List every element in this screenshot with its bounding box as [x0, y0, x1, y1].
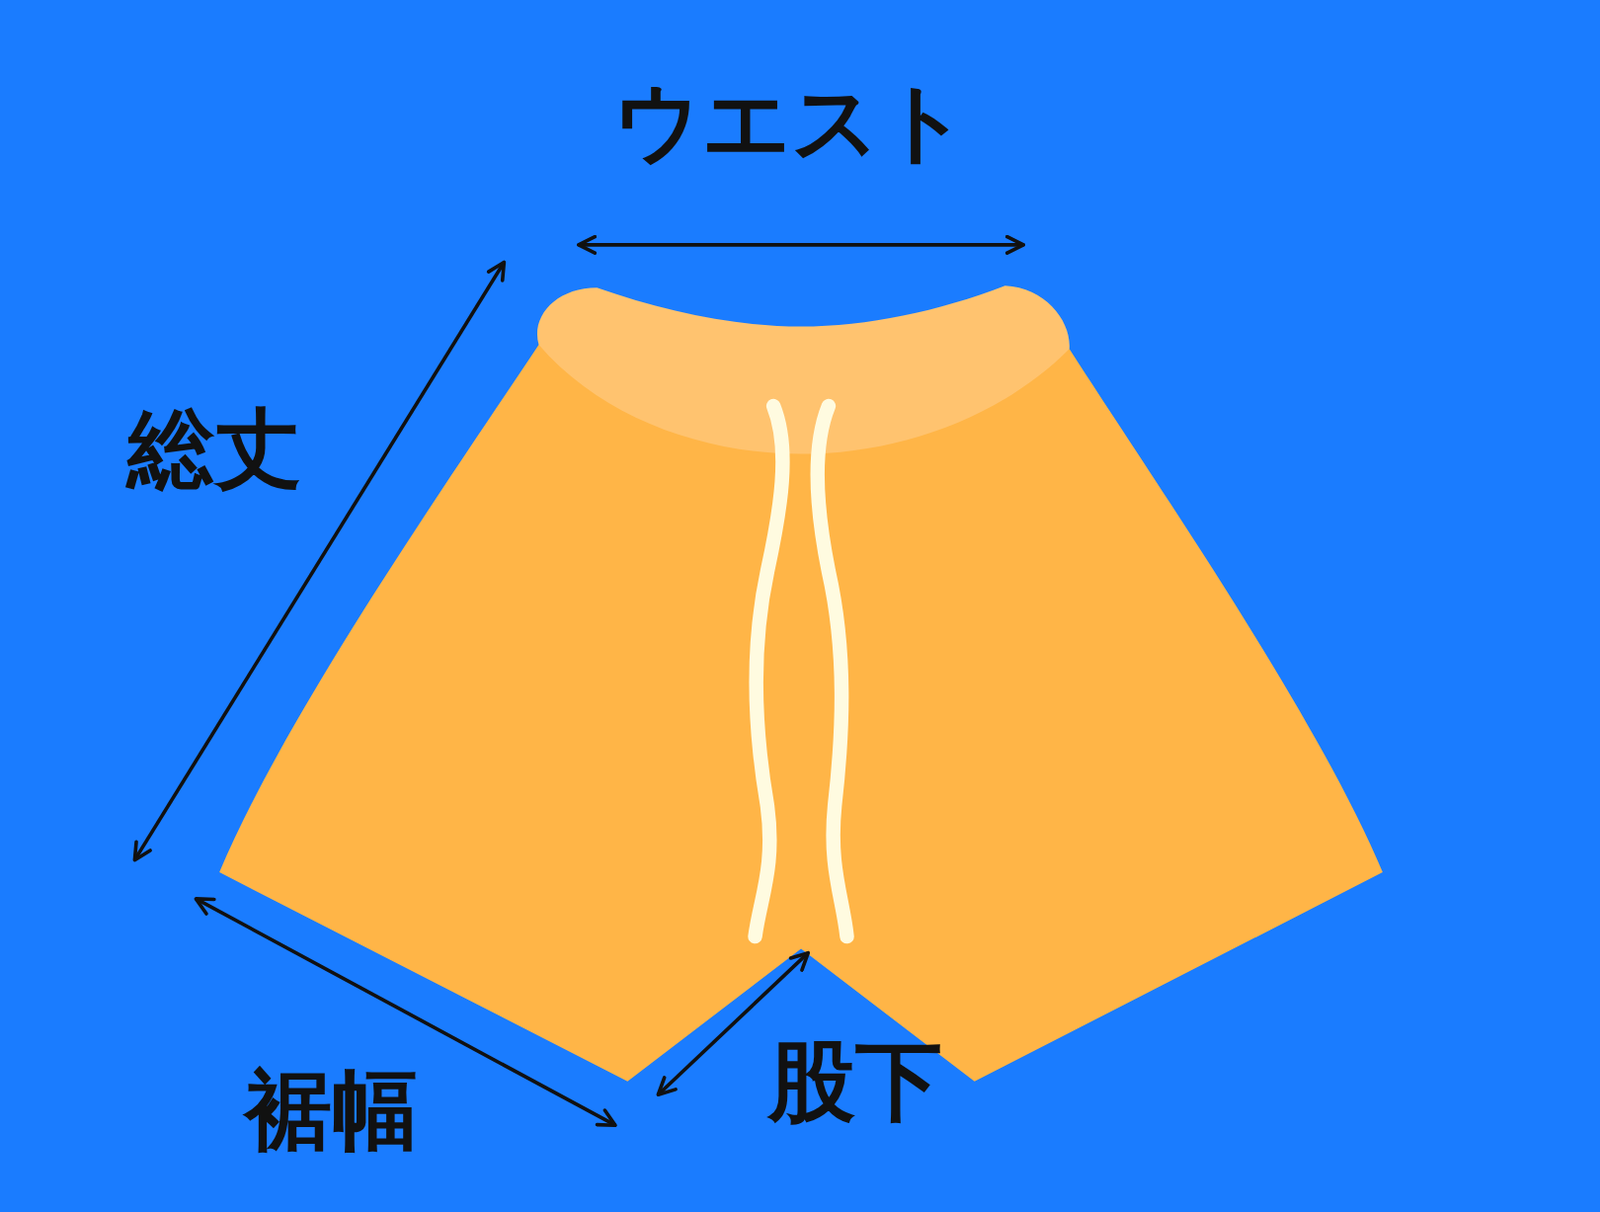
measure-label: 総丈: [127, 401, 302, 498]
measure-label: 股下: [768, 1034, 943, 1130]
waist-arrow: [578, 242, 1024, 247]
length-arrow: [134, 261, 504, 860]
measure-label: 裾幅: [244, 1062, 419, 1159]
measure-label: ウエスト: [613, 75, 969, 171]
waistband: [537, 285, 1070, 454]
drawstring: [817, 405, 848, 937]
drawstring: [755, 405, 784, 937]
shorts-body: [219, 344, 1383, 1082]
